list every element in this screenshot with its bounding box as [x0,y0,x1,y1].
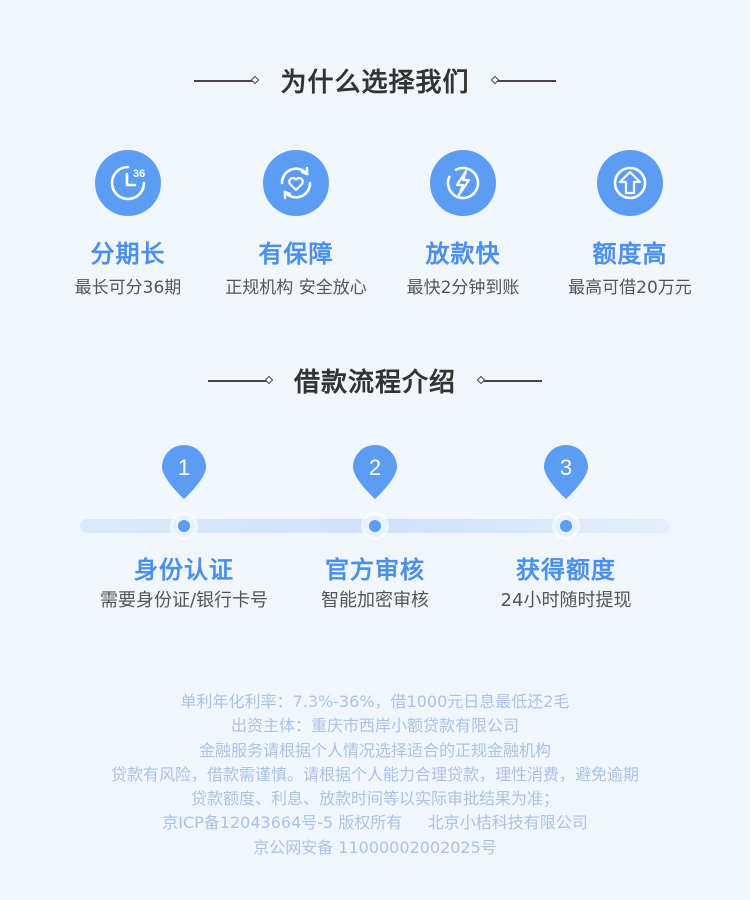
feature-item-installments: 36 分期长 最长可分36期 [43,150,213,298]
flow-section-title: 借款流程介绍 [0,362,750,399]
title-decoration-right [482,379,542,382]
shield-heart-icon [263,150,329,216]
step-number: 3 [560,455,572,480]
step-number: 2 [369,455,381,480]
footer-line: 贷款额度、利息、放款时间等以实际审批结果为准； [190,789,559,809]
step-title: 身份认证 [134,556,234,584]
step-desc: 智能加密审核 [321,590,429,611]
footer-line: 金融服务请根据个人情况选择适合的正规金融机构 [198,740,551,760]
footer-line: 出资主体：重庆市西岸小额贷款有限公司 [230,716,519,736]
step-desc: 需要身份证/银行卡号 [99,590,269,611]
feature-title: 额度高 [592,240,668,268]
step-title: 官方审核 [325,556,425,584]
step-number: 1 [178,455,190,480]
feature-item-high-limit: 额度高 最高可借20万元 [545,150,715,298]
step-pin-3: 3 [544,445,588,499]
feature-desc: 最快2分钟到账 [406,278,520,298]
clock-icon-number: 36 [133,168,145,180]
footer-line: 贷款有风险，借款需谨慎。请根据个人能力合理贷款，理性消费，避免逾期 [110,764,639,784]
arrow-up-icon [597,150,663,216]
footer-line: 京ICP备12043664号-5 版权所有 北京小桔科技有限公司 [162,813,588,833]
step-desc: 24小时随时提现 [500,590,632,611]
timeline-dot [173,515,195,537]
step-get-limit: 3 获得额度 24小时随时提现 [466,0,666,620]
lightning-icon [430,150,496,216]
feature-desc: 正规机构 安全放心 [225,278,367,298]
clock-36-icon: 36 [95,150,161,216]
step-pin-1: 1 [162,445,206,499]
footer-line: 京公网安备 11000002002025号 [253,837,497,857]
step-title: 获得额度 [516,556,616,584]
flow-title-text: 借款流程介绍 [293,368,456,398]
why-section-title: 为什么选择我们 [0,62,750,99]
footer-disclaimer: 单利年化利率：7.3%-36%，借1000元日息最低还2毛 出资主体：重庆市西岸… [0,690,750,860]
step-identity: 1 身份认证 需要身份证/银行卡号 [84,0,284,620]
step-pin-2: 2 [353,445,397,499]
feature-desc: 最长可分36期 [74,278,182,298]
feature-item-fast-loan: 放款快 最快2分钟到账 [378,150,548,298]
title-decoration-right [495,79,556,82]
feature-item-guarantee: 有保障 正规机构 安全放心 [211,150,381,298]
timeline-dot [364,515,386,537]
why-title-text: 为什么选择我们 [280,68,470,98]
feature-title: 分期长 [90,240,166,268]
step-review: 2 官方审核 智能加密审核 [275,0,475,620]
feature-title: 放款快 [425,240,501,268]
footer-line: 单利年化利率：7.3%-36%，借1000元日息最低还2毛 [180,692,570,711]
feature-desc: 最高可借20万元 [568,278,692,298]
feature-title: 有保障 [258,240,334,268]
title-decoration-left [207,379,268,382]
timeline-dot [555,515,577,537]
title-decoration-left [194,79,255,82]
